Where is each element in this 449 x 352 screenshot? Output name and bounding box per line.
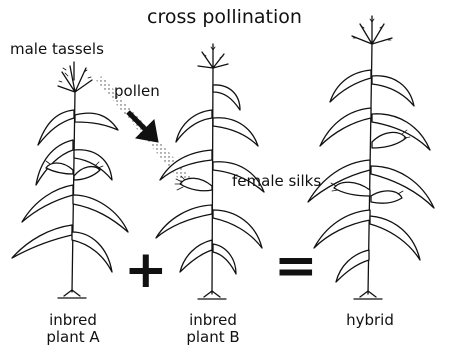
plant-a-leaf <box>72 232 112 272</box>
label-pollen: pollen <box>114 84 160 99</box>
plant-b-tassel <box>198 44 228 68</box>
plant-a-tassel <box>58 62 92 92</box>
hybrid-leaf <box>314 210 370 248</box>
caption-plant-a: inbred plant A <box>28 312 118 347</box>
hybrid-ear <box>372 132 406 148</box>
plant-b-leaf <box>180 240 212 272</box>
plant-a-leaf <box>75 113 118 130</box>
hybrid-ear <box>371 191 402 203</box>
hybrid-leaf <box>320 108 371 146</box>
label-female-silks: female silks <box>232 174 321 189</box>
caption-hybrid-line1: hybrid <box>330 312 410 329</box>
plant-b-leaf <box>213 210 262 248</box>
plant-b-leaf <box>213 244 236 274</box>
caption-plant-a-line1: inbred <box>28 312 118 329</box>
plant-a-ear <box>74 167 100 180</box>
caption-plant-b-line1: inbred <box>168 312 258 329</box>
plus-sign: + <box>124 244 168 296</box>
hybrid-leaf <box>372 76 414 106</box>
plant-b-stalk <box>212 68 213 294</box>
equals-sign: = <box>274 240 318 292</box>
caption-plant-b-line2: plant B <box>168 329 258 346</box>
plant-a-leaf <box>22 185 73 222</box>
plant-a-leaf <box>73 195 128 232</box>
caption-plant-b: inbred plant B <box>168 312 258 347</box>
hybrid-ear <box>334 182 370 196</box>
plant-a-leaf <box>38 110 74 145</box>
hybrid-leaf <box>336 250 369 282</box>
plant-b-leaf <box>213 85 240 110</box>
diagram-title: cross pollination <box>0 8 449 27</box>
hybrid-leaf <box>330 70 371 102</box>
plant-a-ear <box>46 163 73 174</box>
caption-hybrid: hybrid <box>330 312 410 329</box>
plant-b-leaf <box>213 118 258 146</box>
pollen-arrow <box>128 112 158 142</box>
plant-b-leaf <box>156 205 212 238</box>
plant-b-leaf <box>176 110 212 142</box>
caption-plant-a-line2: plant A <box>28 329 118 346</box>
hybrid-plant-illustration <box>308 16 434 299</box>
hybrid-leaf <box>370 216 420 260</box>
label-male-tassels: male tassels <box>10 42 104 57</box>
plant-a-leaf <box>12 225 72 258</box>
